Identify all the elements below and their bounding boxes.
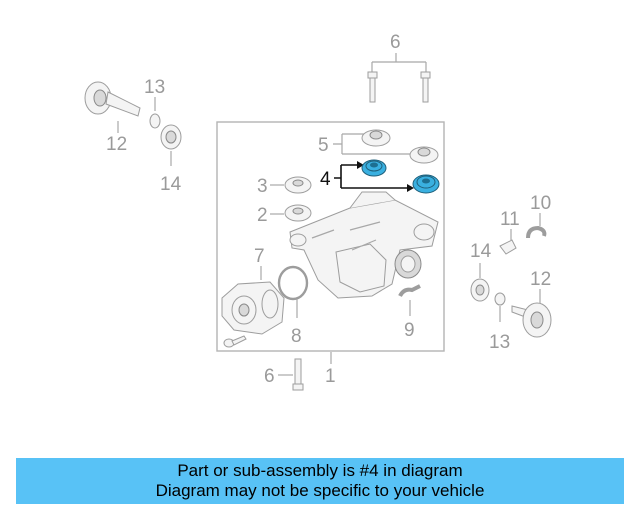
mount-part-4-b[interactable]	[412, 174, 440, 194]
callout-14-left[interactable]: 14	[160, 174, 182, 195]
washer-part-13-right[interactable]	[494, 292, 506, 306]
bolt-part-7[interactable]	[223, 335, 247, 348]
callout-12-right[interactable]: 12	[530, 269, 551, 290]
cap-part-5-b[interactable]	[409, 146, 439, 164]
flange-part-12-left[interactable]	[84, 81, 141, 117]
clip-part-11[interactable]	[499, 239, 517, 255]
callout-13-left[interactable]: 13	[144, 77, 165, 98]
callout-11[interactable]: 11	[500, 209, 520, 230]
callout-8[interactable]: 8	[291, 326, 302, 347]
callout-6-top[interactable]: 6	[390, 32, 401, 53]
callout-7[interactable]: 7	[254, 246, 265, 267]
callout-2[interactable]: 2	[257, 205, 268, 226]
flange-part-12-right[interactable]	[511, 302, 552, 338]
mount-part-4-a[interactable]	[361, 159, 387, 177]
hose-part-10[interactable]	[526, 225, 547, 239]
callout-9[interactable]: 9	[404, 320, 415, 341]
callout-1[interactable]: 1	[325, 366, 336, 387]
caption-line-2: Diagram may not be specific to your vehi…	[155, 481, 485, 500]
mount-part-3[interactable]	[284, 176, 312, 194]
callout-4[interactable]: 4	[320, 169, 331, 190]
washer-part-13-left[interactable]	[149, 113, 161, 129]
callout-3[interactable]: 3	[257, 176, 268, 197]
cap-part-5-a[interactable]	[361, 129, 391, 147]
caption-banner: Part or sub-assembly is #4 in diagram Di…	[16, 458, 624, 504]
bolt-part-6-right[interactable]	[420, 71, 431, 103]
hose-part-9[interactable]	[398, 284, 421, 297]
callout-10[interactable]: 10	[530, 193, 551, 214]
cover-part-7[interactable]	[221, 281, 285, 335]
callout-13-right[interactable]: 13	[489, 332, 510, 353]
seal-part-14-left[interactable]	[160, 124, 182, 150]
mount-part-2[interactable]	[284, 204, 312, 222]
callout-6-bottom[interactable]: 6	[264, 366, 275, 387]
arrow-4-b	[407, 184, 414, 192]
callout-14-right[interactable]: 14	[470, 241, 492, 262]
seal-part-14-right[interactable]	[470, 278, 490, 302]
differential-housing[interactable]	[289, 191, 439, 299]
bolt-part-6-left[interactable]	[367, 71, 378, 103]
arrow-4-a	[357, 161, 364, 169]
assembly-frame	[216, 121, 445, 352]
caption-line-1: Part or sub-assembly is #4 in diagram	[177, 461, 463, 480]
bolt-part-6-bottom[interactable]	[292, 358, 304, 391]
gasket-part-8[interactable]	[277, 265, 309, 301]
callout-5[interactable]: 5	[318, 135, 329, 156]
callout-12-left[interactable]: 12	[106, 134, 127, 155]
